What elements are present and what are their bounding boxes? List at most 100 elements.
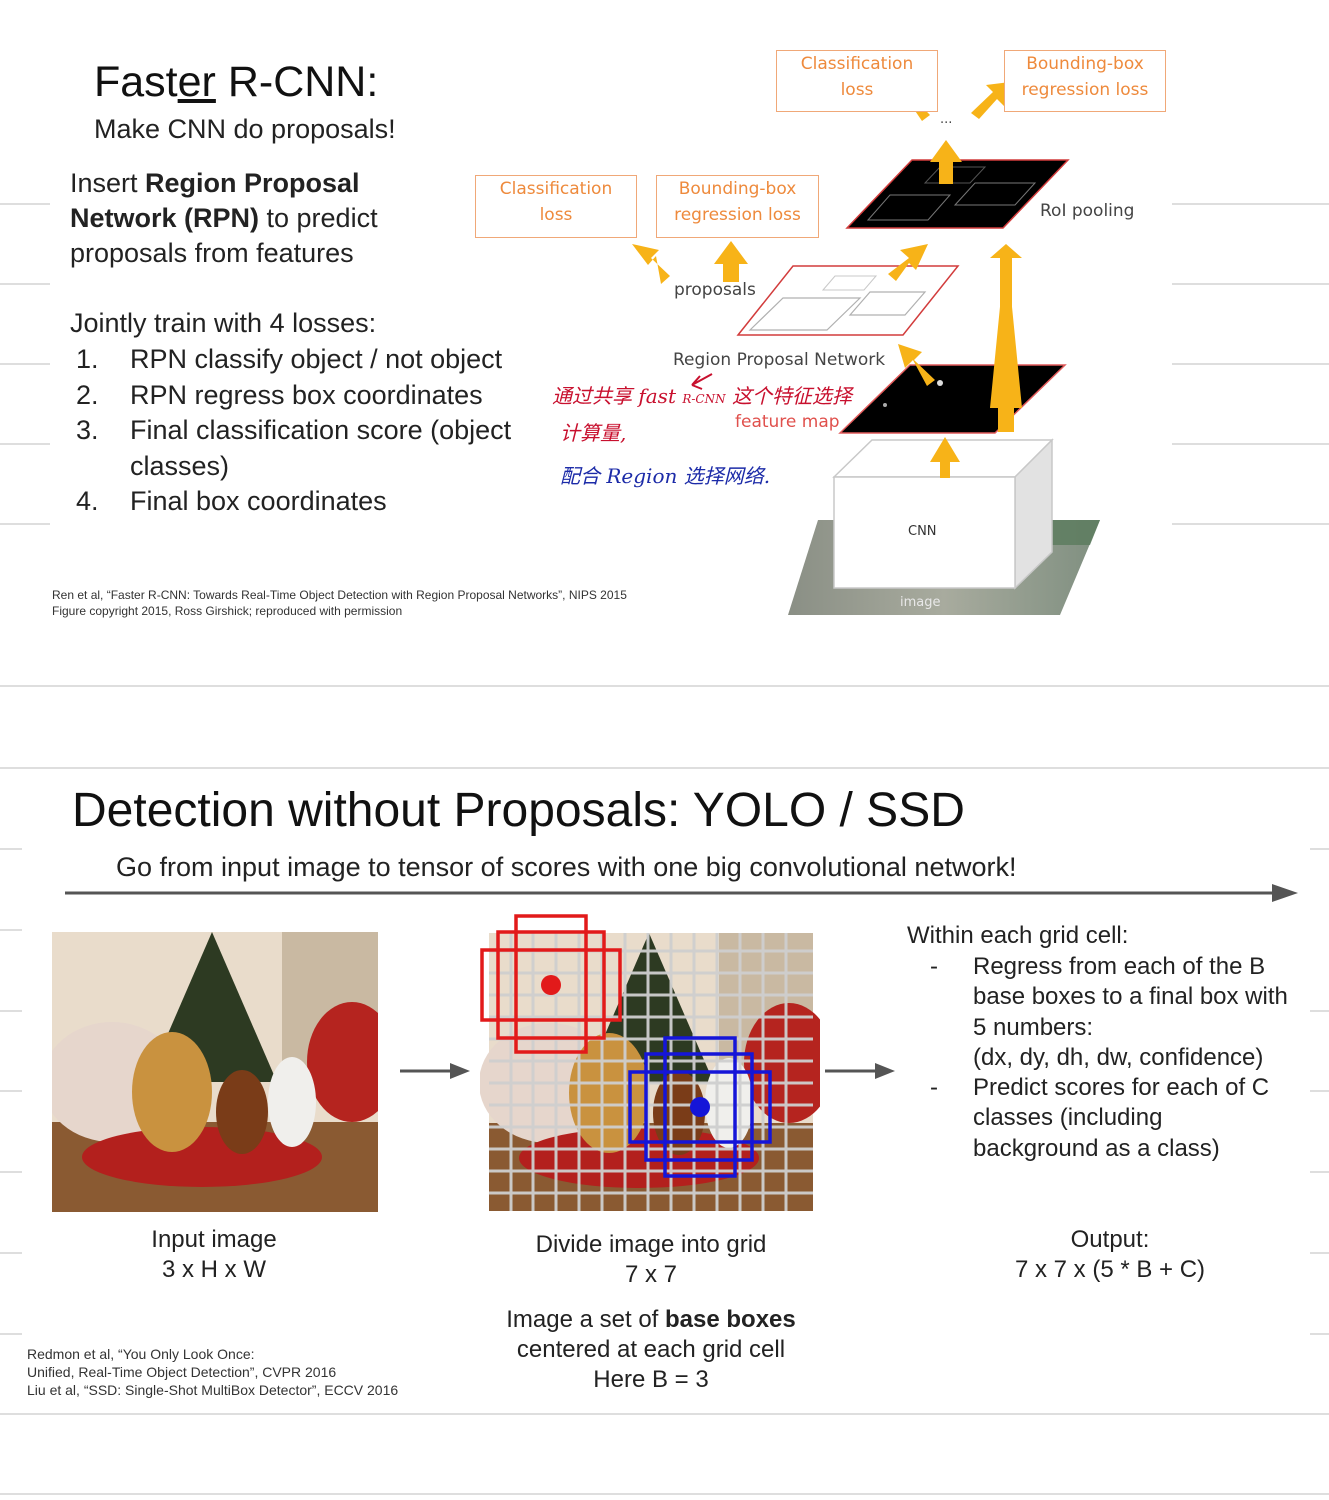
bullet-line: Regress from each of the B — [973, 953, 1266, 980]
citation: Ren et al, “Faster R-CNN: Towards Real-T… — [52, 587, 627, 619]
feature-activation — [937, 380, 943, 386]
handwritten-note-line1: 通过共享 fast R-CNN 这个特征选择 — [552, 380, 852, 409]
page-rule — [1172, 283, 1329, 285]
arrow-up-icon — [930, 437, 960, 478]
jointly-heading: Jointly train with 4 losses: — [70, 308, 377, 338]
roi-pooling-plane — [845, 159, 1070, 229]
feature-activation — [883, 403, 887, 407]
within-cell-bullets: - Regress from each of the B base boxes … — [930, 952, 1288, 1164]
caption-bold-text: base boxes — [665, 1306, 796, 1333]
roi-box — [866, 194, 952, 221]
ellipsis: ... — [940, 112, 953, 127]
bullet-line: (dx, dy, dh, dw, confidence) — [973, 1043, 1264, 1071]
bullet-line: classes (including — [973, 1104, 1163, 1132]
list-item: 1.RPN classify object / not object — [76, 342, 511, 378]
bullet-dash: - — [930, 1074, 938, 1102]
page-rule — [1310, 1010, 1329, 1012]
box-label: loss — [539, 205, 573, 225]
citation-line: Figure copyright 2015, Ross Girshick; re… — [52, 604, 403, 618]
page-rule — [0, 1090, 22, 1092]
feature-map-plane — [838, 364, 1067, 434]
page-rule — [0, 363, 50, 365]
box-label: Classification — [800, 54, 914, 74]
box-label: regression loss — [674, 205, 801, 225]
citation-line: Unified, Real-Time Object Detection”, CV… — [27, 1364, 337, 1380]
golden-retriever — [132, 1032, 212, 1152]
list-text: Final box coordinates — [130, 486, 387, 516]
page-rule — [0, 1171, 22, 1173]
box-label: Bounding-box — [1026, 54, 1144, 74]
caption-line: 7 x 7 x (5 * B + C) — [1014, 1256, 1206, 1283]
top-classification-loss-box: Classification loss — [776, 50, 938, 112]
arrow-up-left-icon — [632, 244, 670, 284]
page-rule — [1172, 363, 1329, 365]
citation-line: Ren et al, “Faster R-CNN: Towards Real-T… — [52, 588, 627, 602]
handwritten-text: 配合 — [560, 464, 607, 488]
citation: Redmon et al, “You Only Look Once: Unifi… — [27, 1345, 398, 1399]
citation-line: Liu et al, “SSD: Single-Shot MultiBox De… — [27, 1382, 399, 1398]
bullet-line: Predict scores for each of C — [973, 1074, 1270, 1102]
list-text: RPN classify object / not object — [130, 344, 503, 374]
handwritten-text: R-CNN — [682, 392, 726, 406]
arrow-up-right-icon — [971, 82, 1010, 119]
input-image — [52, 932, 378, 1212]
grid-caption: Divide image into grid 7 x 7 — [470, 1230, 832, 1290]
base-boxes-caption: Image a set of base boxes centered at ea… — [460, 1305, 842, 1395]
slide-subtitle: Go from input image to tensor of scores … — [116, 852, 1017, 882]
page-rule — [0, 443, 50, 445]
handwritten-text: 这个特征选择 — [725, 384, 852, 408]
list-item: 4.Final box coordinates — [76, 484, 511, 520]
slide-divider — [0, 1413, 1329, 1415]
page-rule — [0, 929, 22, 931]
box-label: Bounding-box — [678, 179, 797, 199]
list-number: 3. — [76, 415, 99, 445]
input-image-caption: Input image 3 x H x W — [64, 1225, 364, 1285]
page-rule — [0, 203, 50, 205]
proposal-box — [748, 297, 862, 331]
red-chair — [307, 1002, 378, 1122]
blue-base-box-tall — [663, 1036, 737, 1178]
page-rule — [0, 1010, 22, 1012]
box-label: Classification — [499, 179, 613, 199]
blue-base-box-square — [644, 1052, 754, 1162]
rpn-bbox-regression-loss-box: Bounding-box regression loss — [656, 175, 819, 238]
page-rule — [1172, 203, 1329, 205]
red-mat — [82, 1127, 322, 1187]
title-text: R-CNN: — [215, 58, 379, 106]
red-base-box-square — [496, 930, 606, 1040]
red-cell-center — [541, 975, 561, 995]
page-rule — [0, 283, 50, 285]
proposal-box — [821, 275, 878, 291]
page-rule — [1310, 1252, 1329, 1254]
image-label: image — [900, 595, 941, 610]
roi-box — [923, 166, 987, 184]
arrow-up-icon — [714, 241, 748, 282]
title-text: Fast — [94, 58, 178, 106]
caption-line: 3 x H x W — [161, 1256, 266, 1283]
list-number: 2. — [76, 379, 99, 410]
caption-line: Input image — [151, 1226, 277, 1253]
arrow-up-left-icon — [898, 344, 935, 386]
handwritten-arrow-icon — [691, 373, 713, 390]
top-bbox-regression-loss-box: Bounding-box regression loss — [1004, 50, 1166, 112]
spaniel — [216, 1070, 268, 1154]
text: to predict — [259, 203, 378, 233]
blue-cell-center — [690, 1097, 710, 1117]
proposal-box — [848, 291, 927, 316]
list-item: classes) — [76, 449, 511, 485]
bold-text: Region Proposal — [145, 168, 360, 198]
page-rule — [1172, 443, 1329, 445]
list-item: 2.RPN regress box coordinates — [76, 378, 511, 414]
caption-line: centered at each grid cell — [516, 1336, 786, 1363]
rpn-classification-loss-box: Classification loss — [475, 175, 637, 238]
roi-box — [953, 182, 1037, 206]
red-base-boxes — [480, 914, 622, 1054]
handwritten-text: 通过共享 fast — [552, 384, 683, 408]
slide-divider — [0, 767, 1329, 769]
proposals-label: proposals — [674, 280, 756, 300]
text: Insert — [70, 168, 146, 198]
page-rule — [0, 1333, 22, 1335]
slide-title: Detection without Proposals: YOLO / SSD — [72, 784, 965, 837]
proposals-plane — [736, 265, 960, 336]
list-item: 3.Final classification score (object — [76, 413, 511, 449]
